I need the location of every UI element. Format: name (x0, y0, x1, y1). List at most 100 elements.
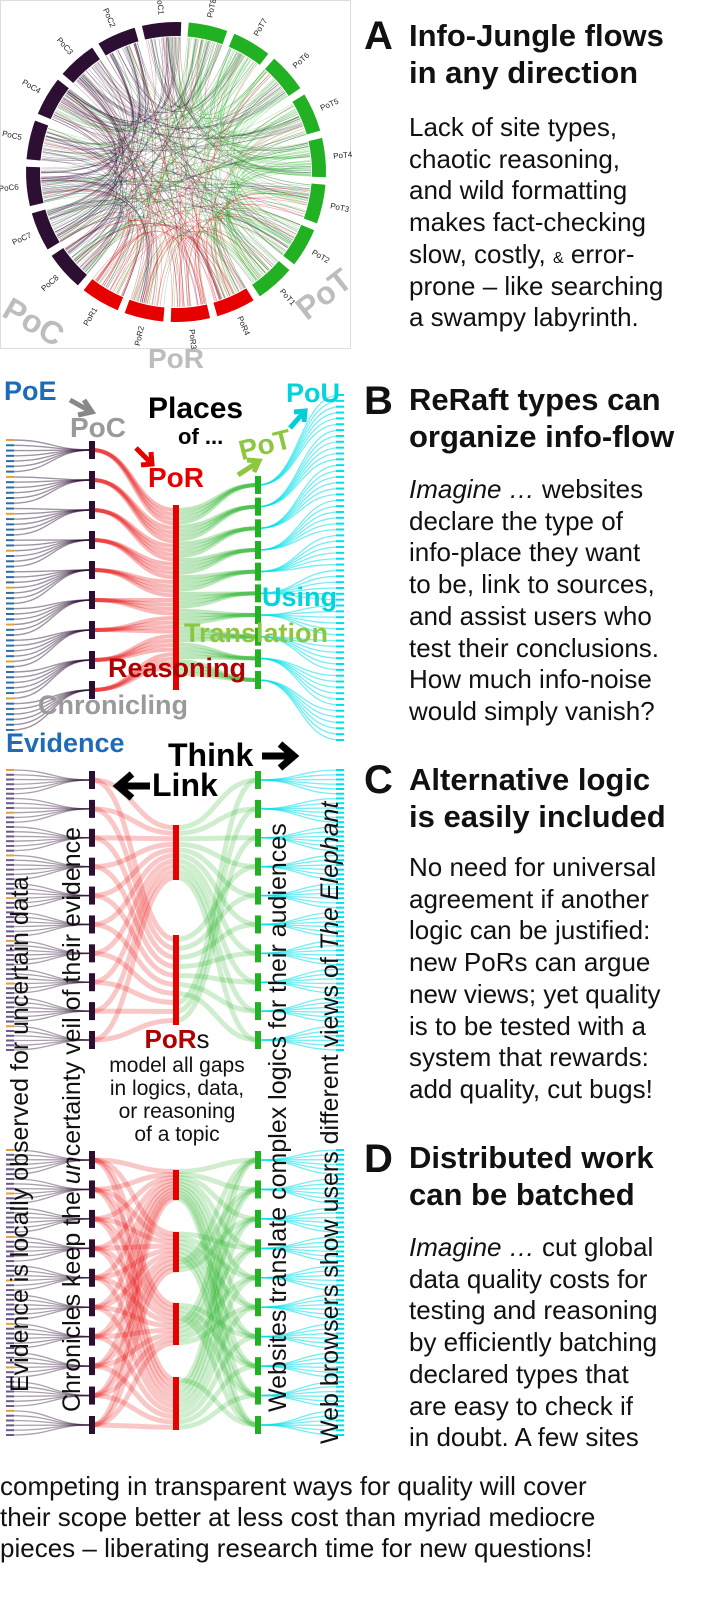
chord-link (227, 154, 310, 278)
chord-link (67, 41, 213, 123)
chord-link (62, 74, 125, 131)
chord-link (164, 37, 192, 307)
chord-link (107, 233, 154, 303)
using-node (336, 452, 344, 455)
flow-link-evidence (11, 1030, 93, 1041)
chord-link (83, 62, 256, 272)
chord-link (163, 37, 302, 136)
chord-link (41, 159, 131, 288)
flow-link-evidence (11, 923, 93, 937)
chord-link (59, 43, 146, 242)
flow-link-evidence (11, 883, 93, 897)
flow-link-translation (257, 1336, 341, 1349)
flow-link-chronicle (91, 628, 177, 634)
using-node (336, 844, 344, 847)
flow-link-chronicle (91, 1304, 177, 1409)
chord-segment-label: PoC7 (11, 230, 33, 246)
chord-link (47, 66, 126, 215)
evidence-node (6, 581, 14, 584)
flow-link-evidence (11, 1241, 93, 1249)
flow-link-reason (175, 569, 259, 588)
flow-link-chronicle (91, 643, 177, 662)
translation-node (255, 1298, 261, 1317)
chord-link (204, 56, 247, 298)
chord-link (41, 111, 298, 185)
chord-link (112, 38, 198, 110)
evidence-node (6, 854, 14, 857)
chord-link (158, 38, 240, 292)
chord-link (175, 36, 310, 190)
chronicle-node (89, 1416, 95, 1434)
flow-link-evidence (11, 449, 93, 473)
flow-link-chronicle (91, 1245, 177, 1399)
evidence-node (6, 1308, 14, 1311)
flow-link-evidence (11, 774, 93, 781)
chord-link (41, 46, 140, 186)
chronicle-node (89, 1298, 95, 1317)
chord-link (57, 77, 123, 237)
flow-link-reason (175, 863, 259, 985)
flow-link-evidence (11, 1035, 93, 1041)
chord-link (47, 37, 175, 214)
evidence-node (6, 1313, 14, 1316)
chord-frame (0, 0, 351, 349)
flow-link-reason (175, 1178, 259, 1251)
chord-link (79, 77, 269, 271)
chord-link (230, 81, 298, 233)
chord-link (154, 38, 189, 307)
chord-link (232, 78, 311, 166)
flow-link-chronicle (91, 1332, 177, 1369)
chord-segment-label: PoT4 (333, 150, 353, 161)
chord-link (41, 180, 116, 251)
chord-link (217, 61, 265, 120)
using-node (336, 423, 344, 426)
evidence-node (6, 1284, 14, 1287)
chord-link (59, 86, 281, 135)
flow-link-reason (175, 548, 259, 575)
evidence-node (6, 1289, 14, 1292)
evidence-node (6, 1173, 14, 1176)
chord-link (133, 37, 167, 301)
flow-link-chronicle (91, 1340, 177, 1428)
flow-link-evidence (11, 894, 93, 904)
flow-link-reason (175, 1302, 259, 1340)
using-node (336, 787, 344, 790)
evidence-node (6, 454, 14, 457)
evidence-node (6, 769, 14, 771)
flow-link-evidence (11, 569, 93, 578)
flow-link-evidence (11, 854, 93, 868)
flow-link-translation (257, 1306, 341, 1320)
evidence-node (6, 1405, 14, 1408)
using-node (336, 739, 344, 741)
using-node (336, 405, 344, 408)
chord-link (214, 71, 267, 288)
chord-link (137, 37, 169, 302)
flow-link-evidence (11, 599, 93, 631)
flow-link-chronicle (91, 538, 177, 571)
flow-link-evidence (11, 923, 93, 933)
flow-link-evidence (11, 1357, 93, 1367)
flow-link-reason (175, 858, 259, 956)
chord-link (44, 150, 310, 202)
flow-link-reason (175, 504, 259, 538)
using-node (336, 996, 344, 999)
chord-segment (124, 299, 165, 322)
chord-link (51, 53, 134, 226)
flow-link-chronicle (91, 538, 177, 566)
using-node (336, 769, 344, 771)
chord-link (41, 180, 148, 303)
flow-link-chronicle (91, 1157, 177, 1308)
chord-link (222, 57, 311, 165)
evidence-node (6, 1153, 14, 1156)
chord-link (214, 89, 284, 293)
using-node (336, 1395, 344, 1398)
flow-link-evidence (11, 1361, 93, 1367)
using-node (336, 949, 344, 952)
flow-link-reason (175, 1196, 259, 1428)
using-node (336, 1168, 344, 1171)
chronicle-node (89, 828, 95, 847)
chord-link (44, 141, 235, 294)
flow-link-evidence (11, 629, 93, 657)
chord-link (214, 47, 311, 163)
chord-link (41, 180, 310, 195)
